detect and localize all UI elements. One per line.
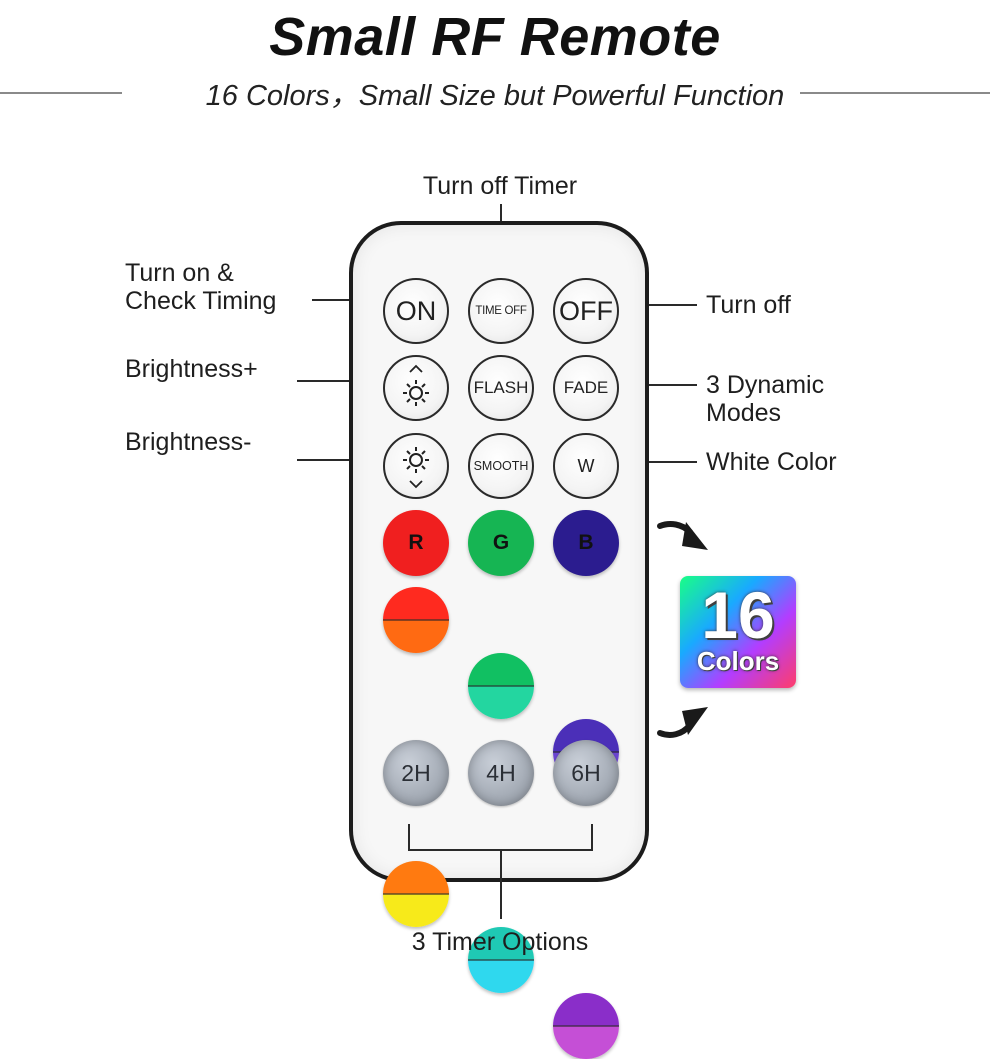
timer-4h-button[interactable]: 4H — [468, 740, 534, 806]
brightness-up-icon — [403, 364, 429, 406]
color-button-orange-yellow[interactable] — [383, 861, 449, 927]
callout-timer-options: 3 Timer Options — [411, 928, 589, 956]
red-button-label: R — [408, 531, 424, 554]
on-button[interactable]: ON — [383, 278, 449, 344]
timer-4h-label: 4H — [486, 759, 516, 786]
curved-arrow-up-icon — [657, 707, 708, 738]
curved-arrow-down-icon — [657, 521, 708, 550]
off-button[interactable]: OFF — [553, 278, 619, 344]
time-off-button-label: TIME OFF — [475, 305, 527, 317]
subtitle-rule-left — [0, 92, 122, 94]
page-title: Small RF Remote — [269, 7, 721, 67]
callout-turn-off-timer: Turn off Timer — [422, 172, 578, 200]
callout-dynamic-line1: 3 Dynamic — [706, 371, 825, 399]
fade-button[interactable]: FADE — [553, 355, 619, 421]
on-button-label: ON — [395, 295, 437, 326]
green-button-label: G — [492, 531, 510, 554]
callout-turn-off: Turn off — [706, 291, 791, 319]
badge-word: Colors — [696, 646, 780, 676]
callout-line-brightness-minus — [297, 459, 387, 461]
color-button-purple-magenta[interactable] — [553, 993, 619, 1059]
page-subtitle: 16 Colors，Small Size but Powerful Functi… — [205, 80, 785, 112]
timer-6h-label: 6H — [571, 759, 601, 786]
callout-turn-on-line2: Check Timing — [125, 287, 277, 315]
callout-line-off — [612, 304, 697, 306]
red-button[interactable]: R — [383, 510, 449, 576]
brightness-up-button[interactable] — [383, 355, 449, 421]
flash-button[interactable]: FLASH — [468, 355, 534, 421]
timer-6h-button[interactable]: 6H — [553, 740, 619, 806]
smooth-button[interactable]: SMOOTH — [468, 433, 534, 499]
color-button-red-orange[interactable] — [383, 587, 449, 653]
timer-2h-button[interactable]: 2H — [383, 740, 449, 806]
flash-button-label: FLASH — [473, 378, 529, 397]
off-button-label: OFF — [559, 295, 613, 326]
callout-brightness-plus: Brightness+ — [125, 355, 258, 383]
callout-brightness-minus: Brightness- — [125, 428, 252, 456]
blue-button[interactable]: B — [553, 510, 619, 576]
green-button[interactable]: G — [468, 510, 534, 576]
brightness-down-button[interactable] — [383, 433, 449, 499]
callout-white-color: White Color — [706, 448, 837, 476]
callout-line-dynamic — [612, 384, 697, 386]
color-button-teal-cyan[interactable] — [468, 927, 534, 993]
bracket-stem — [500, 849, 502, 919]
smooth-button-label: SMOOTH — [473, 459, 529, 473]
bracket-left — [408, 824, 410, 850]
brightness-down-icon — [403, 447, 429, 489]
white-button-label: W — [577, 455, 595, 476]
callout-line-top — [500, 204, 502, 222]
sixteen-colors-badge: 16 Colors — [680, 576, 796, 688]
callout-line-brightness-plus — [297, 380, 387, 382]
callout-line-white — [612, 461, 697, 463]
badge-number: 16 — [701, 578, 775, 652]
blue-button-label: B — [578, 531, 594, 554]
time-off-button[interactable]: TIME OFF — [468, 278, 534, 344]
timer-2h-label: 2H — [401, 759, 431, 786]
subtitle-rule-right — [800, 92, 990, 94]
callout-turn-on-line1: Turn on & — [125, 259, 234, 287]
white-button[interactable]: W — [553, 433, 619, 499]
color-button-green-mint[interactable] — [468, 653, 534, 719]
bracket-right — [591, 824, 593, 850]
callout-dynamic-line2: Modes — [706, 399, 782, 427]
fade-button-label: FADE — [563, 378, 609, 397]
